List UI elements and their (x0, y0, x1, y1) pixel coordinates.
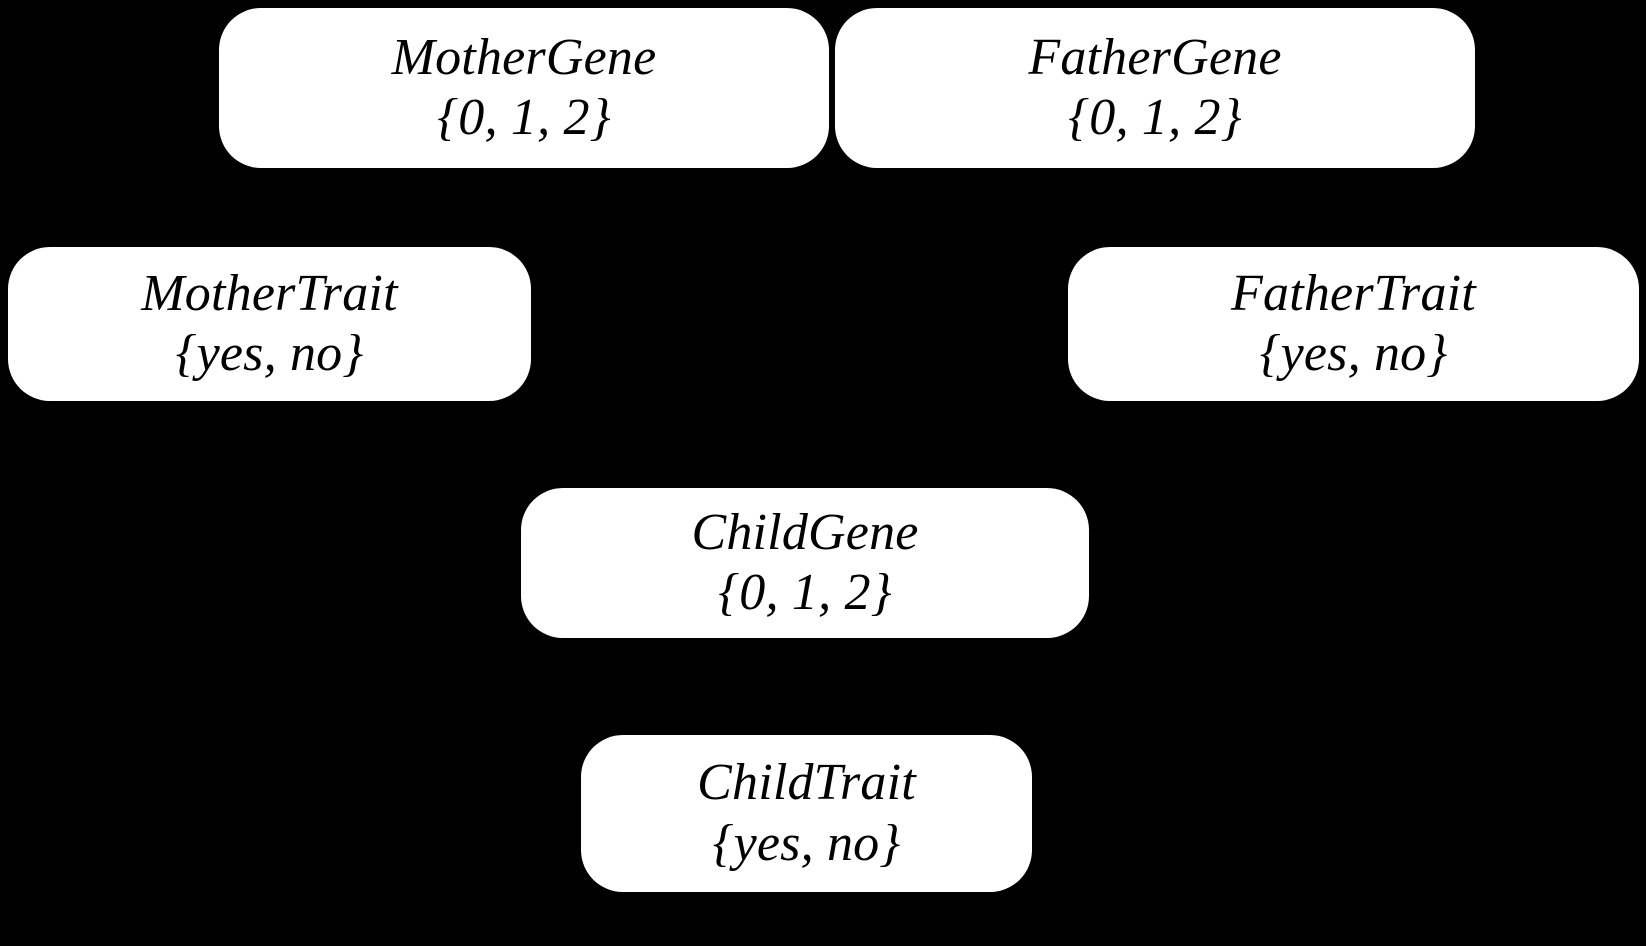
node-father-trait[interactable]: FatherTrait {yes, no} (1068, 247, 1639, 401)
node-father-gene[interactable]: FatherGene {0, 1, 2} (835, 8, 1475, 168)
node-father-trait-domain: {yes, no} (1259, 325, 1448, 382)
node-child-gene-domain: {0, 1, 2} (718, 564, 892, 621)
node-father-trait-label: FatherTrait (1231, 264, 1476, 322)
node-child-trait-domain: {yes, no} (712, 814, 901, 872)
node-mother-trait[interactable]: MotherTrait {yes, no} (8, 247, 531, 401)
node-father-gene-domain: {0, 1, 2} (1068, 89, 1242, 146)
node-child-gene-label: ChildGene (691, 503, 919, 561)
node-child-trait[interactable]: ChildTrait {yes, no} (581, 735, 1032, 892)
node-mother-trait-label: MotherTrait (141, 264, 398, 322)
node-mother-gene-domain: {0, 1, 2} (437, 89, 611, 146)
node-child-gene[interactable]: ChildGene {0, 1, 2} (521, 488, 1089, 638)
node-mother-trait-domain: {yes, no} (175, 325, 364, 382)
node-father-gene-label: FatherGene (1028, 28, 1282, 86)
node-mother-gene[interactable]: MotherGene {0, 1, 2} (219, 8, 829, 168)
node-child-trait-label: ChildTrait (697, 754, 916, 812)
node-mother-gene-label: MotherGene (391, 28, 657, 86)
